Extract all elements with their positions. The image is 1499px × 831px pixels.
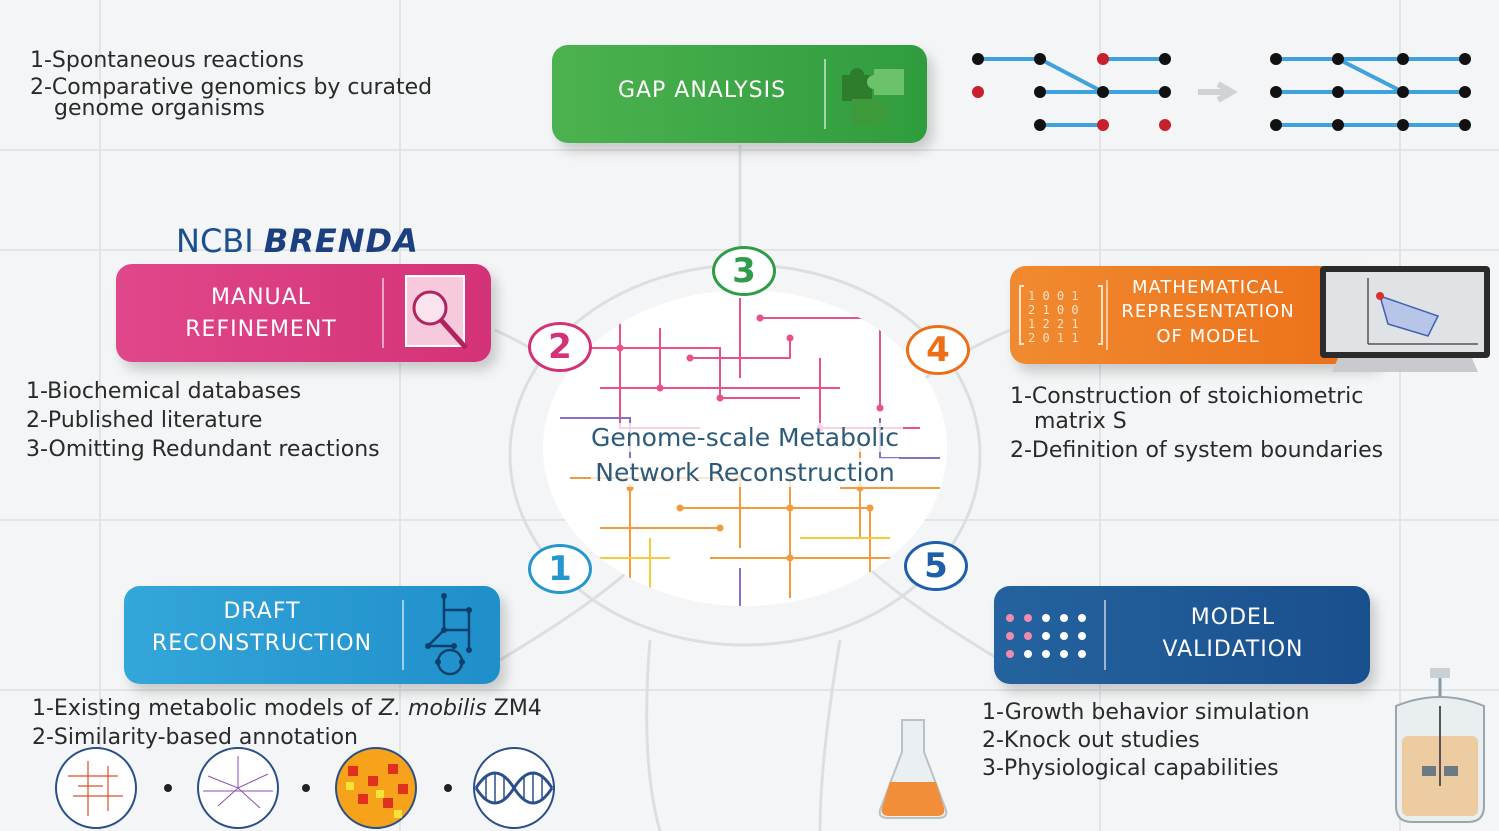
step-2-badge: 2 xyxy=(528,322,592,372)
step-3-badge: 3 xyxy=(712,246,776,296)
math-representation-list: 1-Construction of stoichiometric matrix … xyxy=(1010,382,1383,465)
step-4-badge: 4 xyxy=(906,325,970,375)
network-thumbnail-1 xyxy=(55,747,137,829)
svg-text:2 1 0 0: 2 1 0 0 xyxy=(1028,303,1079,317)
gap-analysis-box: GAP ANALYSIS xyxy=(552,45,927,143)
gap-item-2: 2-Comparative genomics by curated xyxy=(30,75,433,101)
math-item-1-cont: matrix S xyxy=(1034,409,1127,435)
puzzle-icon xyxy=(842,68,904,125)
bioreactor-icon xyxy=(1395,668,1485,823)
ncbi-logo: NCBI xyxy=(176,222,254,260)
draft-item-1: 1-Existing metabolic models of Z. mobili… xyxy=(32,694,542,723)
draft-item-1-species: Z. mobilis xyxy=(379,696,487,721)
dna-icon xyxy=(473,747,555,829)
draft-reconstruction-list: 1-Existing metabolic models of Z. mobili… xyxy=(32,694,542,752)
network-thumbnail-2 xyxy=(197,747,279,829)
draft-item-1-suffix: ZM4 xyxy=(486,696,542,721)
pathway-icon xyxy=(424,593,472,676)
manual-item-1: 1-Biochemical databases xyxy=(26,379,302,404)
draft-item-1-prefix: 1-Existing metabolic models of xyxy=(32,696,380,721)
gap-filling-illustration xyxy=(972,53,1471,131)
model-validation-list: 1-Growth behavior simulation 2-Knock out… xyxy=(982,699,1310,783)
math-representation-label: MATHEMATICAL REPRESENTATION OF MODEL xyxy=(1121,277,1295,347)
dot-grid-icon xyxy=(1006,614,1086,658)
draft-item-2: 2-Similarity-based annotation xyxy=(32,725,358,751)
magnifier-icon xyxy=(405,275,468,350)
validation-item-3: 3-Physiological capabilities xyxy=(982,756,1279,782)
flask-icon xyxy=(878,719,948,819)
math-item-1: 1-Construction of stoichiometric xyxy=(1010,384,1364,409)
brenda-logo: BRENDA xyxy=(263,222,419,260)
step-1-badge: 1 xyxy=(528,544,592,594)
svg-text:1 0 0 1: 1 0 0 1 xyxy=(1028,289,1079,303)
svg-text:1 2 2 1: 1 2 2 1 xyxy=(1028,317,1079,331)
monitor-icon xyxy=(1320,266,1490,372)
matrix-icon: 1 0 0 1 2 1 0 0 1 2 2 1 2 0 1 1 xyxy=(1019,285,1103,345)
manual-item-2: 2-Published literature xyxy=(26,408,263,434)
center-title-line1: Genome-scale Metabolic xyxy=(587,423,903,452)
heatmap-thumbnail xyxy=(335,747,417,829)
validation-item-2: 2-Knock out studies xyxy=(982,728,1200,754)
step-5-badge: 5 xyxy=(904,541,968,591)
math-item-2: 2-Definition of system boundaries xyxy=(1010,438,1384,464)
model-validation-label: MODEL VALIDATION xyxy=(1162,605,1304,662)
draft-reconstruction-box: DRAFT RECONSTRUCTION xyxy=(124,586,500,684)
model-validation-box: MODEL VALIDATION xyxy=(994,586,1370,684)
svg-text:2 0 1 1: 2 0 1 1 xyxy=(1028,331,1079,345)
manual-item-3: 3-Omitting Redundant reactions xyxy=(26,437,380,463)
database-logos: NCBI BRENDA xyxy=(176,222,419,260)
math-representation-box: 1 0 0 1 2 1 0 0 1 2 2 1 2 0 1 1 MATHEMAT… xyxy=(1010,266,1380,364)
manual-refinement-box: MANUAL REFINEMENT xyxy=(116,264,491,362)
annotation-thumbnails xyxy=(55,747,555,829)
manual-refinement-list: 1-Biochemical databases 2-Published lite… xyxy=(26,377,380,464)
manual-refinement-label: MANUAL REFINEMENT xyxy=(185,285,337,342)
draft-reconstruction-label: DRAFT RECONSTRUCTION xyxy=(151,599,373,656)
gap-analysis-label: GAP ANALYSIS xyxy=(617,78,787,103)
center-title-line2: Network Reconstruction xyxy=(591,458,899,487)
center-title: Genome-scale Metabolic Network Reconstru… xyxy=(540,420,950,490)
validation-item-1: 1-Growth behavior simulation xyxy=(982,700,1310,725)
gap-item-2-cont: genome organisms xyxy=(54,96,265,122)
gap-analysis-list: 1-Spontaneous reactions 2-Comparative ge… xyxy=(30,46,432,123)
gap-item-1: 1-Spontaneous reactions xyxy=(30,48,304,73)
